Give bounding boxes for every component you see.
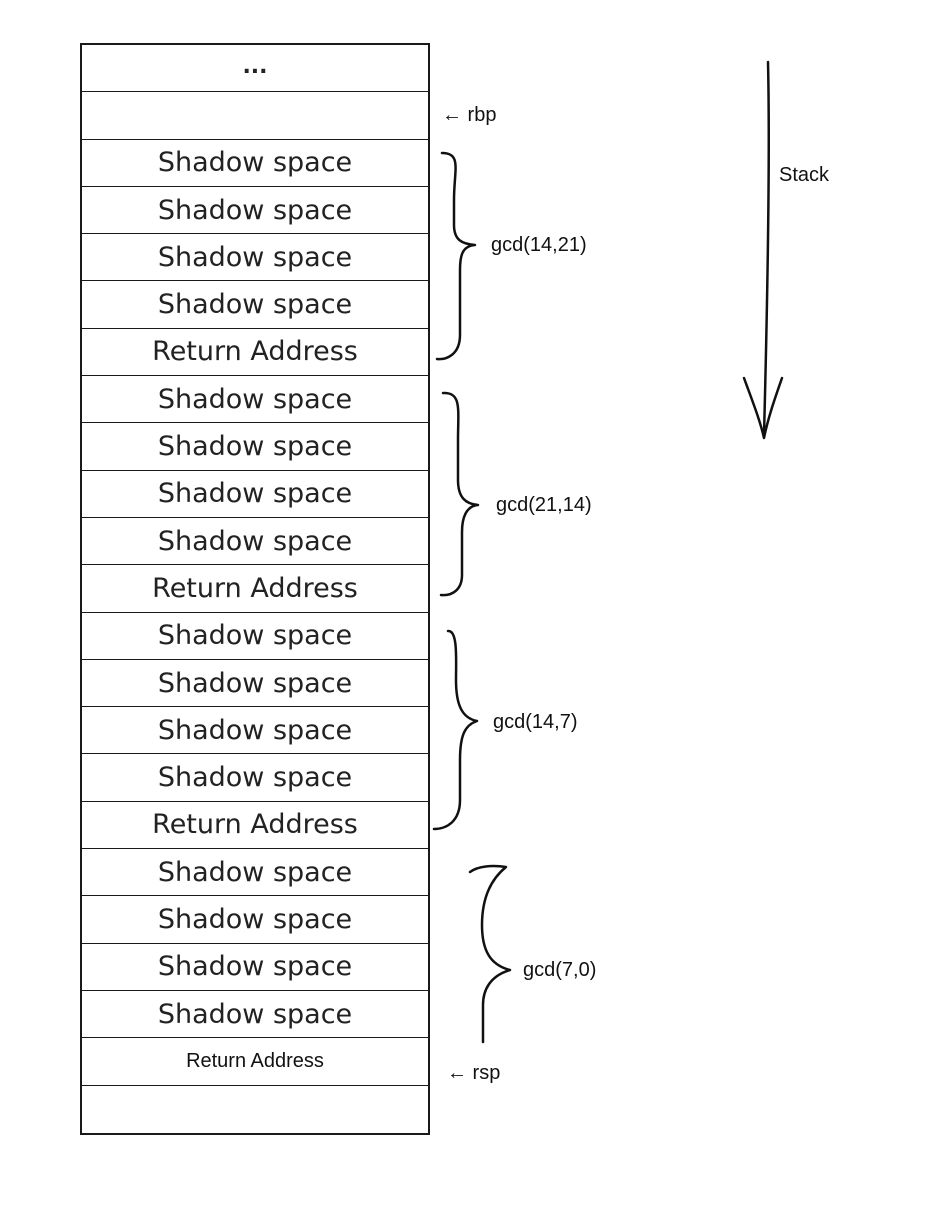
rbp-pointer-label: ← rbp xyxy=(442,104,497,126)
stack-cell-shadow-space: Shadow space xyxy=(82,234,428,282)
stack-cell-return-address: Return Address xyxy=(82,802,428,850)
stack-cell-shadow-space: Shadow space xyxy=(82,613,428,660)
stack-cell-shadow-space: Shadow space xyxy=(82,376,428,424)
stack-cell-shadow-space: Shadow space xyxy=(82,944,428,991)
stack-cell-shadow-space: Shadow space xyxy=(82,281,428,329)
stack-arrow-shaft xyxy=(762,60,771,437)
brace-gcd-7-0 xyxy=(468,864,512,1044)
brace-gcd-14-7 xyxy=(432,629,479,831)
frame-label-gcd-14-21: gcd(14,21) xyxy=(491,234,587,256)
stack-cell-shadow-space: Shadow space xyxy=(82,471,428,518)
stack-cell-shadow-space: Shadow space xyxy=(82,754,428,802)
stack-cell-shadow-space: Shadow space xyxy=(82,423,428,471)
rsp-pointer-label: ← rsp xyxy=(447,1062,501,1084)
stack-cell-ellipsis: ... xyxy=(82,45,428,93)
stack-cell-return-address: Return Address xyxy=(82,565,428,613)
stack-table: ... Shadow space Shadow space Shadow spa… xyxy=(80,43,430,1135)
brace-gcd-14-21 xyxy=(435,151,477,361)
stack-cell-shadow-space: Shadow space xyxy=(82,896,428,944)
stack-cell-shadow-space: Shadow space xyxy=(82,660,428,708)
frame-label-gcd-7-0: gcd(7,0) xyxy=(523,959,597,981)
stack-cell-shadow-space: Shadow space xyxy=(82,140,428,187)
stack-cell-return-address: Return Address xyxy=(82,1038,428,1086)
frame-label-gcd-21-14: gcd(21,14) xyxy=(496,494,592,516)
stack-cell-empty xyxy=(82,92,428,140)
brace-gcd-21-14 xyxy=(439,391,480,597)
stack-cell-shadow-space: Shadow space xyxy=(82,187,428,235)
stack-cell-shadow-space: Shadow space xyxy=(82,991,428,1039)
stack-cell-return-address: Return Address xyxy=(82,329,428,377)
stack-cell-shadow-space: Shadow space xyxy=(82,849,428,897)
stack-arrow-head xyxy=(742,376,784,440)
stack-cell-shadow-space: Shadow space xyxy=(82,707,428,755)
stack-direction-label: Stack xyxy=(779,164,830,186)
stack-cell-shadow-space: Shadow space xyxy=(82,518,428,566)
frame-label-gcd-14-7: gcd(14,7) xyxy=(493,711,578,733)
